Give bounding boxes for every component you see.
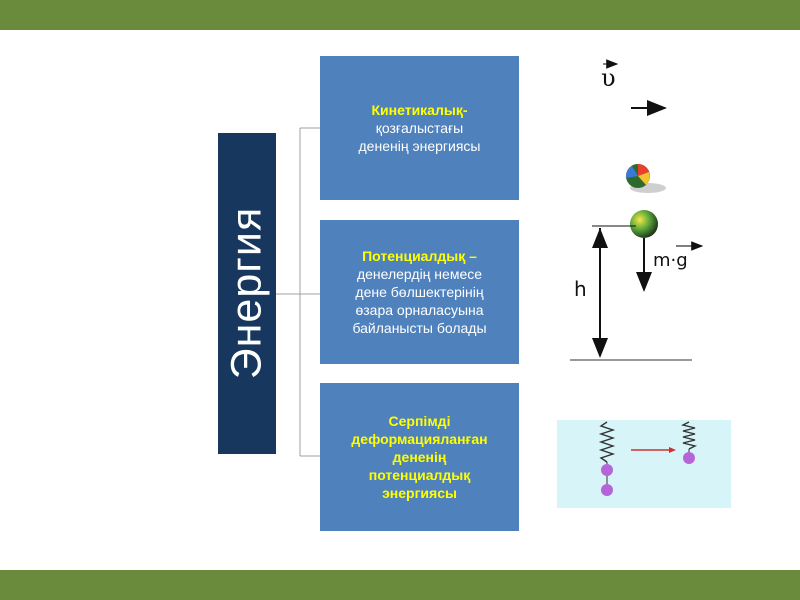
falling-ball-diagram: m·g h [570, 164, 704, 361]
elastic-energy-box: Серпімді деформацияланған дененің потенц… [320, 383, 519, 531]
gravity-illustration: m·g h [552, 148, 732, 370]
potential-heading: Потенциалдық – [362, 248, 477, 264]
kinetic-line-2: дененің энергиясы [358, 138, 481, 154]
potential-energy-box: Потенциалдық – денелердің немесе дене бө… [320, 220, 519, 364]
elastic-line-4: потенциалдық [368, 467, 471, 483]
spring-diagram [598, 421, 698, 496]
velocity-vector-icon: υ [601, 59, 667, 116]
spring-illustration [557, 420, 731, 508]
elastic-line-3: дененің [392, 449, 447, 465]
mass-ball-icon [601, 464, 613, 476]
velocity-label: υ [601, 64, 616, 92]
height-label: h [574, 277, 587, 301]
top-band [0, 0, 800, 30]
potential-line-4: байланысты болады [352, 320, 487, 336]
velocity-illustration: υ [583, 52, 701, 126]
stretched-spring-icon [598, 421, 616, 463]
potential-line-3: өзара орналасуына [355, 302, 484, 318]
mass-ball-icon [601, 484, 613, 496]
bottom-band [0, 570, 800, 600]
elastic-line-2: деформацияланған [351, 431, 488, 447]
mass-ball-icon [683, 452, 695, 464]
elastic-line-5: энергиясы [382, 485, 457, 501]
force-label: m·g [653, 250, 688, 271]
energy-title-box [218, 133, 276, 454]
ball-elevated-icon [630, 210, 658, 238]
kinetic-line-1: қозғалыстағы [375, 120, 464, 136]
potential-line-1: денелердің немесе [356, 266, 483, 282]
elastic-line-1: Серпімді [388, 413, 451, 429]
kinetic-heading: Кинетикалық- [371, 102, 468, 118]
kinetic-energy-box: Кинетикалық- қозғалыстағы дененің энерги… [320, 56, 519, 200]
potential-line-2: дене бөлшектерінің [355, 284, 484, 300]
relaxed-spring-icon [680, 421, 698, 450]
